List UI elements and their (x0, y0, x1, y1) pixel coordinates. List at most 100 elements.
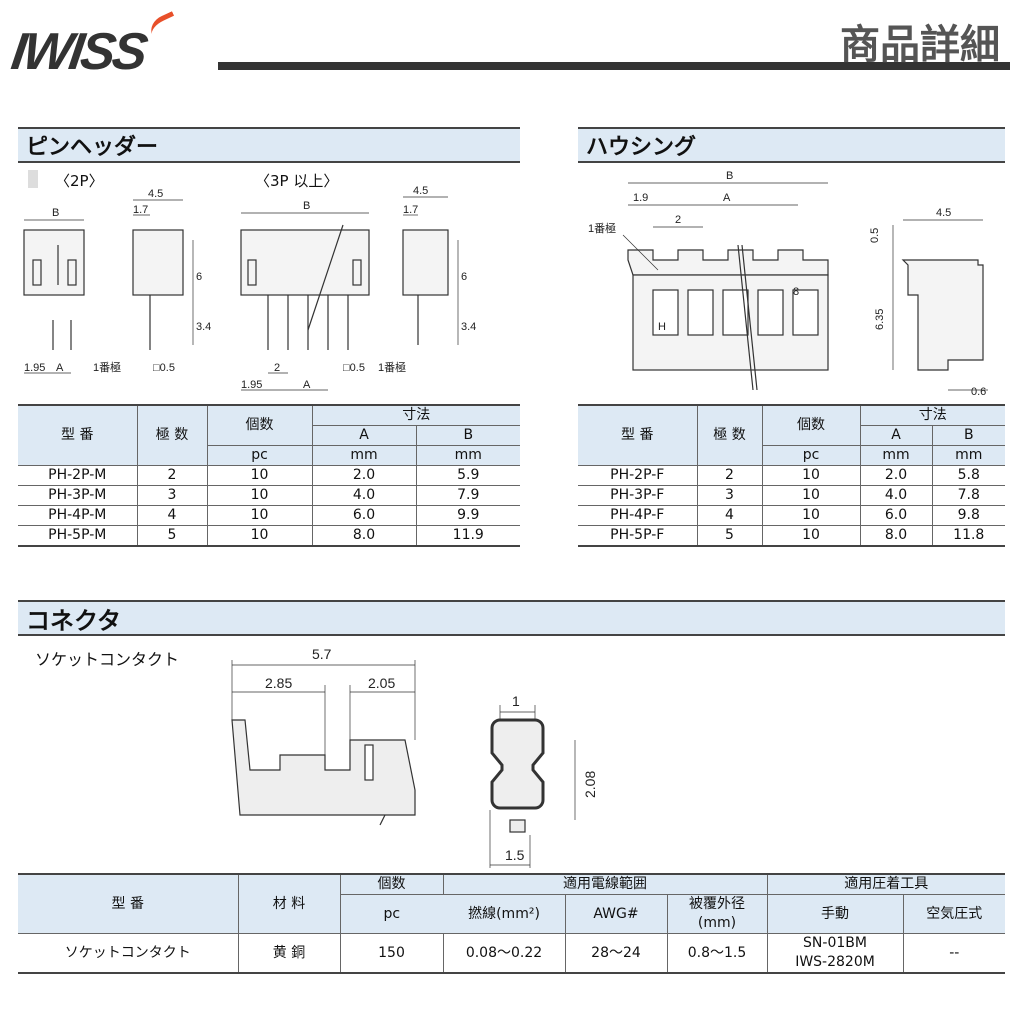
cell-a: 8.0 (311, 525, 417, 547)
pole1-label: 1番極 (588, 221, 616, 235)
cell-b: 11.8 (931, 525, 1005, 547)
col-wire-range: 適用電線範囲 (442, 873, 768, 895)
outer-label: 被覆外径 (689, 896, 745, 912)
col-qty: 個数 (206, 404, 313, 446)
dim-3-4: 3.4 (196, 321, 211, 333)
unit-pc: pc (207, 445, 313, 466)
cell-qty: 10 (761, 465, 861, 486)
dim-a: A (56, 362, 64, 374)
dim-sq-0-5: □0.5 (153, 362, 175, 374)
col-poles: 極 数 (696, 404, 763, 466)
tool-manual-2: IWS-2820M (795, 954, 875, 970)
cell-strand: 0.08～0.22 (442, 933, 566, 974)
cell-a: 2.0 (859, 465, 933, 486)
dim-4-5: 4.5 (148, 188, 163, 200)
tool-manual-1: SN-01BM (803, 935, 867, 951)
unit-mm: mm (859, 445, 933, 466)
col-dim: 寸法 (859, 404, 1005, 426)
col-dim: 寸法 (311, 404, 520, 426)
col-a: A (312, 425, 417, 446)
cell-qty: 10 (206, 505, 313, 526)
col-material: 材 料 (237, 873, 341, 934)
cell-a: 4.0 (859, 485, 933, 506)
label-8: 8 (793, 286, 799, 298)
dim-2-05: 2.05 (368, 675, 395, 691)
dim-2-85: 2.85 (265, 675, 292, 691)
unit-mm: mm (931, 445, 1005, 466)
col-model: 型 番 (18, 873, 239, 934)
section-title: コネクタ (26, 606, 122, 635)
col-manual: 手動 (766, 894, 904, 934)
cell-model: PH-5P-F (578, 525, 698, 547)
page-title: 商品詳細 (840, 22, 1000, 68)
cell-manual: SN-01BM IWS-2820M (766, 933, 904, 974)
unit-mm: mm (311, 445, 417, 466)
cell-poles: 2 (136, 465, 208, 486)
dim-3-4b: 3.4 (461, 321, 476, 333)
col-tool: 適用圧着工具 (766, 873, 1005, 895)
cell-qty: 10 (761, 485, 861, 506)
cell-b: 11.9 (415, 525, 520, 547)
cell-b: 9.9 (415, 505, 520, 526)
cell-qty: 150 (339, 933, 444, 974)
col-poles: 極 数 (136, 404, 208, 466)
outer-unit: (mm) (697, 915, 737, 931)
col-b: B (415, 425, 520, 446)
pin-header-drawing: B B 4.5 4.5 1.7 1.7 6 6 3.4 3.4 1.95 1.9… (23, 185, 476, 391)
cell-poles: 3 (136, 485, 208, 506)
section-connector: コネクタ (18, 600, 1005, 636)
dim-1-95: 1.95 (24, 362, 45, 374)
housing-drawing: B A 1.9 2 1番極 4.5 0.5 6.35 0.6 H 8 (588, 170, 988, 398)
dim-6-35: 6.35 (874, 309, 886, 330)
dim-6: 6 (196, 271, 202, 283)
cell-qty: 10 (206, 485, 313, 506)
dim-4-5: 4.5 (936, 207, 951, 219)
cell-pneumatic: -- (902, 933, 1005, 974)
dim-a-3p: A (303, 379, 311, 391)
cell-qty: 10 (761, 505, 861, 526)
col-a: A (860, 425, 933, 446)
col-model: 型 番 (18, 404, 138, 466)
logo-swoosh (146, 11, 182, 43)
col-strand: 撚線(mm²) (443, 894, 566, 934)
cell-poles: 4 (696, 505, 763, 526)
dim-6b: 6 (461, 271, 467, 283)
dim-b-3p: B (303, 200, 310, 212)
cell-model: PH-4P-F (578, 505, 698, 526)
cell-model: PH-4P-M (18, 505, 138, 526)
dim-2: 2 (274, 362, 280, 374)
section-title: ハウシング (586, 135, 697, 160)
cell-a: 6.0 (859, 505, 933, 526)
marker (28, 170, 38, 188)
col-qty: 個数 (761, 404, 861, 446)
col-b: B (931, 425, 1005, 446)
cell-material: 黄 銅 (237, 933, 341, 974)
dim-b: B (726, 170, 733, 182)
cell-a: 6.0 (311, 505, 417, 526)
cell-outer: 0.8～1.5 (666, 933, 768, 974)
dim-5-7: 5.7 (312, 646, 332, 662)
dim-4-5b: 4.5 (413, 185, 428, 197)
cell-model: PH-3P-M (18, 485, 138, 506)
brand-logo: IWISS (7, 23, 149, 81)
cell-model: PH-3P-F (578, 485, 698, 506)
dim-1: 1 (512, 693, 520, 709)
unit-pc: pc (762, 445, 861, 466)
cell-poles: 3 (696, 485, 763, 506)
cell-a: 2.0 (311, 465, 417, 486)
pole1-label-b: 1番極 (378, 360, 406, 374)
dim-1-7: 1.7 (133, 204, 148, 216)
subtitle-socket-contact: ソケットコンタクト (35, 650, 180, 669)
dim-0-6: 0.6 (971, 386, 986, 398)
cell-poles: 5 (696, 525, 763, 547)
cell-b: 7.9 (415, 485, 520, 506)
